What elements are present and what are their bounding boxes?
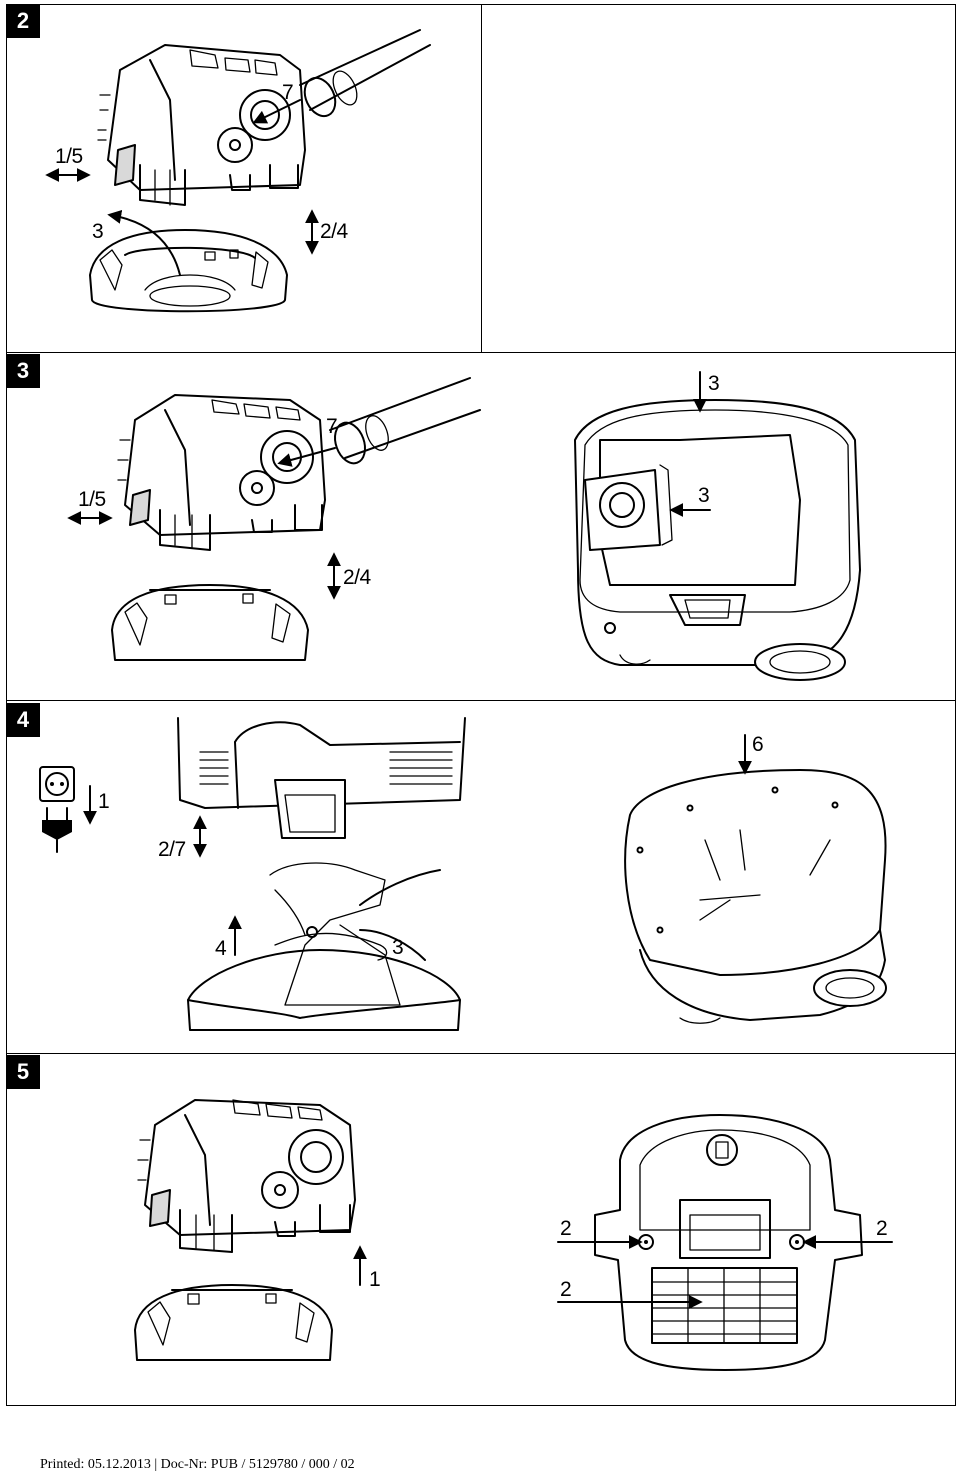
fig5-callout-1: 1 xyxy=(369,1268,381,1291)
fig4-callout-6: 6 xyxy=(752,733,764,756)
fig5-container-underside xyxy=(594,1114,863,1371)
fig5-container-top xyxy=(134,1284,333,1361)
fig3-hose xyxy=(329,377,481,465)
figure-number-3: 3 xyxy=(6,354,40,388)
fig3-callout-24: 2/4 xyxy=(343,566,371,589)
fig4-callout-4: 4 xyxy=(215,937,227,960)
fig2-callout-3: 3 xyxy=(92,220,104,243)
fig2-hose xyxy=(299,29,431,118)
fig2-arrow-7 xyxy=(252,99,301,124)
power-plug-icon xyxy=(42,807,72,853)
fig5-callout-2-filter: 2 xyxy=(560,1278,572,1301)
fig2-callout-15: 1/5 xyxy=(55,145,83,168)
fig5-callout-2-left: 2 xyxy=(560,1217,572,1240)
fig3-container-with-bag xyxy=(574,399,861,681)
fig3-callout-7: 7 xyxy=(326,415,338,438)
fig2-container-top xyxy=(89,229,288,313)
fig2-callout-24: 2/4 xyxy=(320,220,348,243)
fig3-callout-15: 1/5 xyxy=(78,488,106,511)
power-socket-icon xyxy=(39,766,75,802)
fig3-callout-3-top: 3 xyxy=(708,372,720,395)
fig4-motor-head-raised xyxy=(177,717,466,839)
figure-number-4: 4 xyxy=(6,703,40,737)
fig4-callout-27: 2/7 xyxy=(158,838,186,861)
fig3-container-top xyxy=(111,584,309,661)
fig2-arrow-3 xyxy=(107,209,181,276)
figure-number-2: 2 xyxy=(6,4,40,38)
divider-row3 xyxy=(6,1053,956,1054)
print-footer: Printed: 05.12.2013 | Doc-Nr: PUB / 5129… xyxy=(40,1457,355,1472)
fig2-callout-7: 7 xyxy=(282,81,294,104)
fig5-motor-head xyxy=(137,1099,356,1253)
fig3-motor-head xyxy=(117,394,326,551)
figure-number-5: 5 xyxy=(6,1055,40,1089)
fig4-bag-in-container xyxy=(624,769,887,1024)
fig3-callout-3-side: 3 xyxy=(698,484,710,507)
fig5-callout-2-right: 2 xyxy=(876,1217,888,1240)
fig4-callout-1: 1 xyxy=(98,790,110,813)
divider-row2 xyxy=(6,700,956,701)
fig4-bag-removal xyxy=(187,862,461,1031)
fig4-callout-3: 3 xyxy=(392,936,404,959)
fig3-arrow-7 xyxy=(277,447,336,467)
divider-fig2 xyxy=(481,4,482,353)
fig2-motor-head xyxy=(97,44,306,206)
